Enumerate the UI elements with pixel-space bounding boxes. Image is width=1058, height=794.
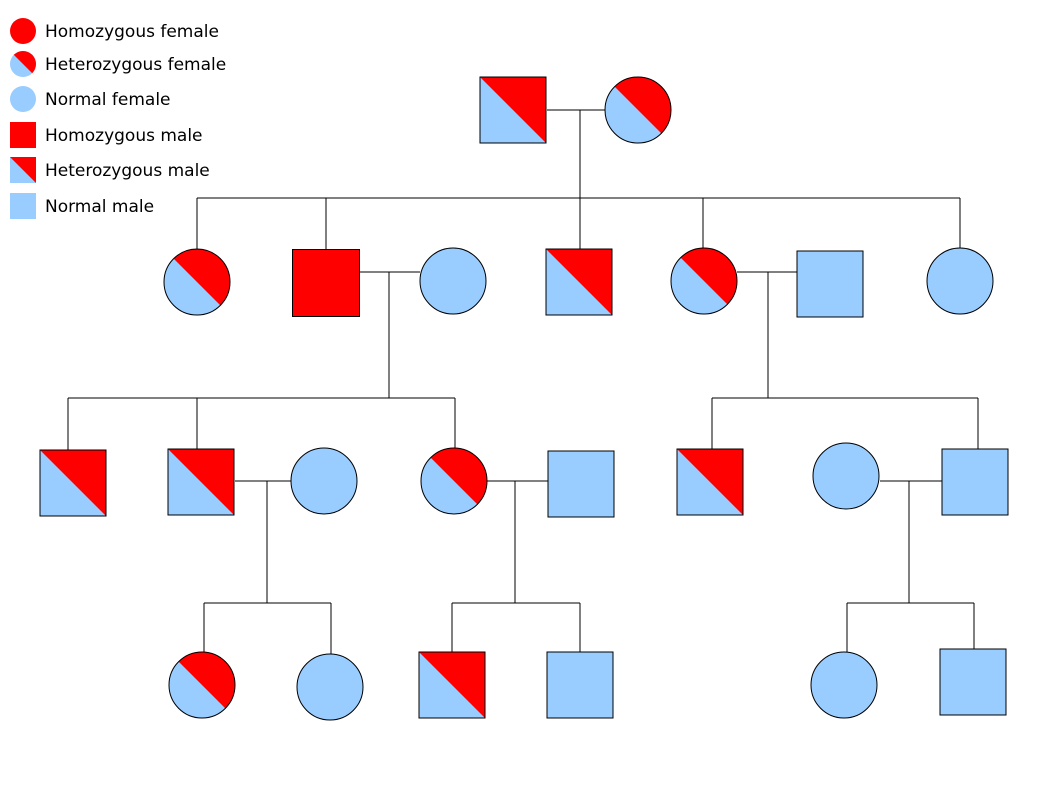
generation-3 <box>39 442 1009 518</box>
male-normal-individual <box>546 651 614 719</box>
male-symbol-icon <box>10 122 36 148</box>
legend-label: Heterozygous male <box>45 161 210 181</box>
female-heterozygous-individual <box>670 247 738 315</box>
female-heterozygous-individual <box>604 76 672 144</box>
individuals <box>39 76 1009 721</box>
male-heterozygous-individual <box>418 651 486 719</box>
female-normal-individual <box>296 653 364 721</box>
male-heterozygous-individual <box>545 248 613 316</box>
legend-label: Heterozygous female <box>45 55 226 75</box>
female-normal-individual <box>812 442 880 510</box>
female-normal-individual <box>926 247 994 315</box>
female-heterozygous-individual <box>420 447 488 515</box>
female-heterozygous-individual <box>168 651 236 719</box>
relationship-lines <box>67 109 979 655</box>
male-heterozygous-individual <box>676 448 744 516</box>
male-normal-individual <box>547 450 615 518</box>
male-normal-individual <box>796 250 864 318</box>
female-normal-individual <box>810 651 878 719</box>
male-heterozygous-individual <box>167 448 235 516</box>
generation-2 <box>163 247 994 318</box>
male-symbol-icon <box>10 193 36 219</box>
legend-label: Homozygous male <box>45 126 203 146</box>
female-symbol-icon <box>10 86 36 112</box>
generation-1 <box>479 76 672 144</box>
male-normal-individual <box>941 448 1009 516</box>
male-heterozygous-individual <box>39 449 107 517</box>
male-homozygous-individual <box>292 249 360 317</box>
female-heterozygous-individual <box>163 248 231 316</box>
male-symbol-icon <box>10 157 36 183</box>
legend-item-homozygous-female: Homozygous female <box>10 18 219 44</box>
male-heterozygous-individual <box>479 76 547 144</box>
female-symbol-icon <box>10 18 36 44</box>
female-normal-individual <box>290 447 358 515</box>
female-symbol-icon <box>10 51 36 77</box>
legend-item-heterozygous-male: Heterozygous male <box>10 157 210 183</box>
legend-item-heterozygous-female: Heterozygous female <box>10 51 226 77</box>
male-normal-individual <box>939 648 1007 716</box>
female-normal-individual <box>419 247 487 315</box>
generation-4 <box>168 648 1007 721</box>
legend-item-normal-male: Normal male <box>10 193 154 219</box>
legend-item-normal-female: Normal female <box>10 86 171 112</box>
legend-item-homozygous-male: Homozygous male <box>10 122 203 148</box>
legend-label: Normal female <box>45 90 171 110</box>
legend-label: Normal male <box>45 197 154 217</box>
legend-label: Homozygous female <box>45 22 219 42</box>
